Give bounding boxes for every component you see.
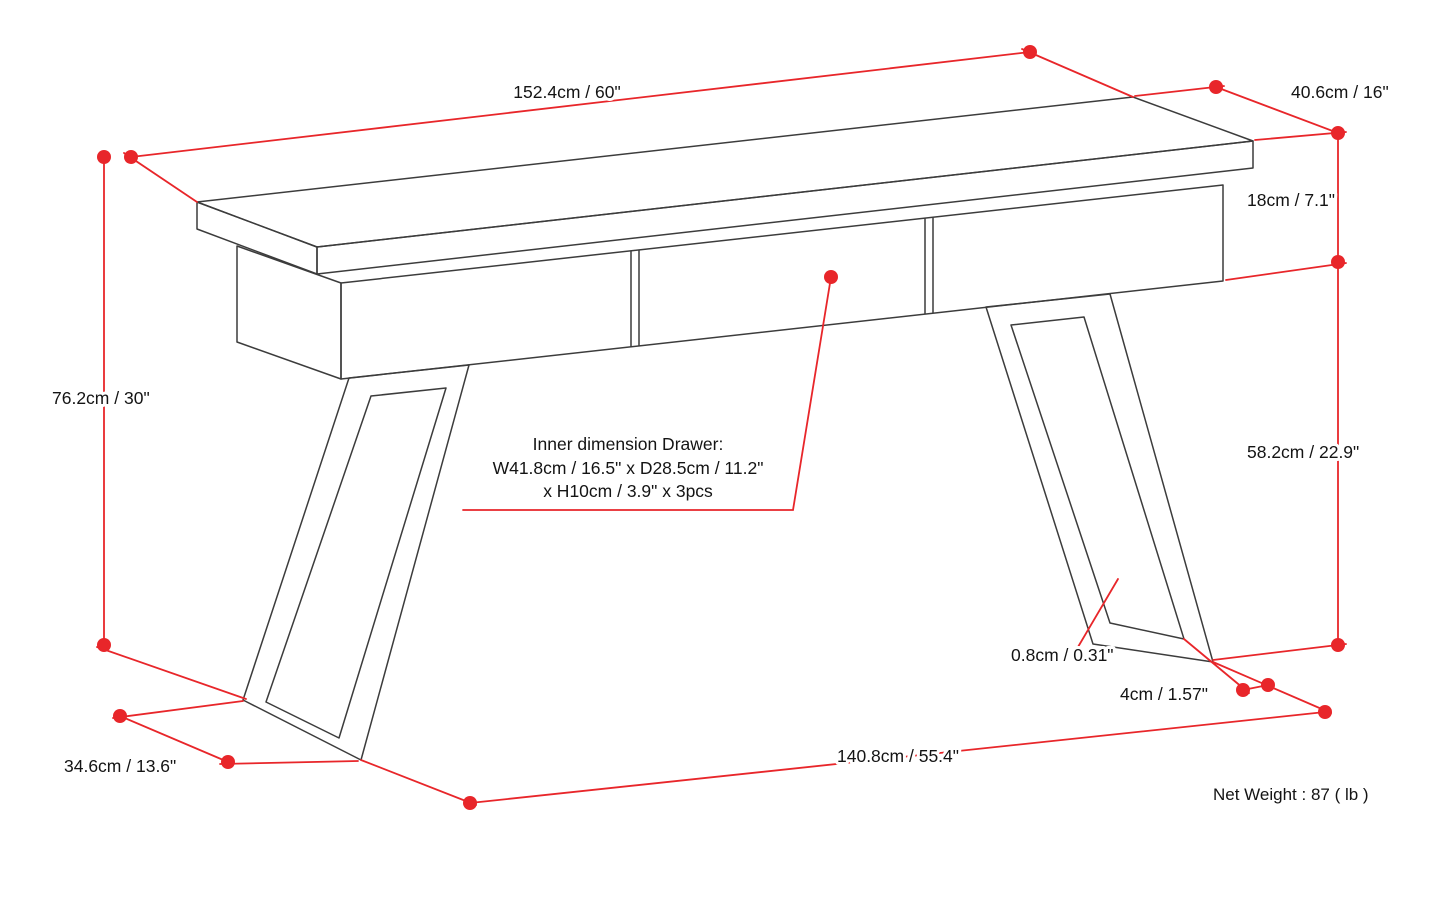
dimension-dot xyxy=(1331,255,1345,269)
dimension-dot xyxy=(1331,638,1345,652)
apron-height-label: 18cm / 7.1" xyxy=(1247,190,1335,210)
dimension-dot xyxy=(1331,126,1345,140)
dimension-dot xyxy=(1261,678,1275,692)
base-width-label: 140.8cm / 55.4" xyxy=(837,746,959,766)
dimension-dot xyxy=(463,796,477,810)
right-leg-inner xyxy=(1010,316,1185,640)
drawer-box-front-face xyxy=(340,184,1224,380)
drawer-note-line2: W41.8cm / 16.5" x D28.5cm / 11.2" xyxy=(493,458,764,478)
tabletop-top-face xyxy=(196,96,1254,248)
drawer-note-line3: x H10cm / 3.9" x 3pcs xyxy=(543,481,713,501)
top-depth-label: 40.6cm / 16" xyxy=(1291,82,1389,102)
dimension-dot xyxy=(1023,45,1037,59)
leader-lines xyxy=(462,276,1119,648)
drawer-inner-dimension-note: Inner dimension Drawer: W41.8cm / 16.5" … xyxy=(493,434,764,501)
top-width-label: 152.4cm / 60" xyxy=(513,82,620,102)
left-leg-inner xyxy=(265,387,447,739)
dimension-dot xyxy=(824,270,838,284)
dimension-dot xyxy=(124,150,138,164)
dimension-labels: 152.4cm / 60" 40.6cm / 16" 18cm / 7.1" 5… xyxy=(49,79,1392,804)
leg-thickness-label: 0.8cm / 0.31" xyxy=(1011,645,1114,665)
base-depth-label: 34.6cm / 13.6" xyxy=(64,756,176,776)
dimension-dot xyxy=(1209,80,1223,94)
dimension-dot xyxy=(97,150,111,164)
right-leg-outer xyxy=(985,293,1214,663)
leg-height-label: 58.2cm / 22.9" xyxy=(1247,442,1359,462)
leg-foot-width-label: 4cm / 1.57" xyxy=(1120,684,1208,704)
net-weight-label: Net Weight : 87 ( lb ) xyxy=(1213,785,1369,804)
dimension-lines xyxy=(103,51,1339,804)
tabletop-front-face xyxy=(316,140,1254,275)
total-height-label: 76.2cm / 30" xyxy=(52,388,150,408)
drawer-note-line1: Inner dimension Drawer: xyxy=(533,434,724,454)
dimension-dot xyxy=(113,709,127,723)
dimension-dot xyxy=(1236,683,1250,697)
drawer-divider-lines xyxy=(630,217,934,347)
dimension-dot xyxy=(221,755,235,769)
dimension-dot xyxy=(1318,705,1332,719)
drawer-box-left-face xyxy=(236,245,342,380)
dimension-dot xyxy=(97,638,111,652)
dimension-dots xyxy=(97,45,1345,810)
tabletop-left-face xyxy=(196,201,318,275)
